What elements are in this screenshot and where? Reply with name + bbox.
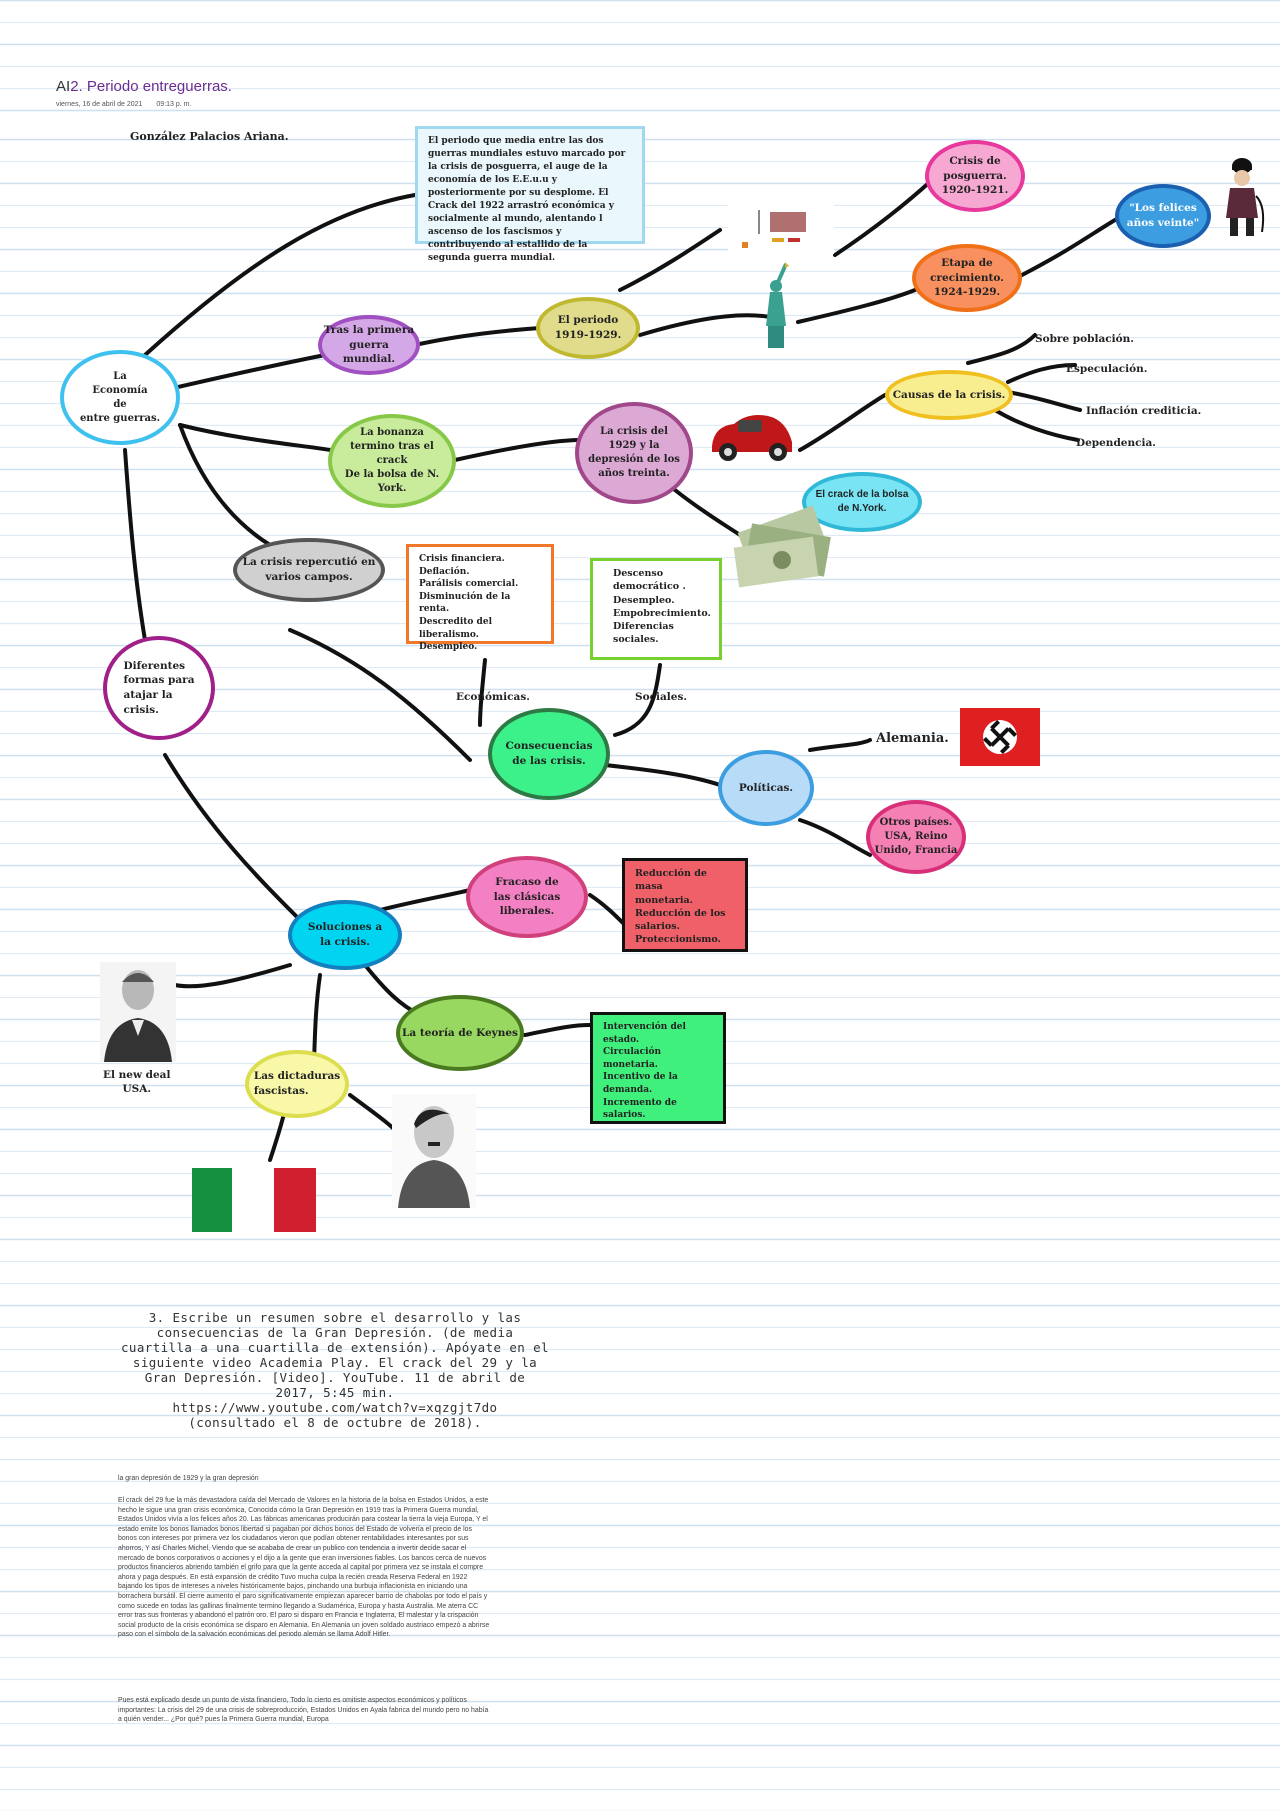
node-dictaduras: Las dictaduras fascistas. xyxy=(245,1050,349,1118)
summary-paragraph-1: El crack del 29 fue la más devastadora c… xyxy=(118,1497,490,1639)
summary-paragraph-2: Pues está explicado desde un punto de vi… xyxy=(118,1697,489,1724)
assignment-question: 3. Escribe un resumen sobre el desarroll… xyxy=(121,1310,549,1430)
node-diferentes: Diferentes formas para atajar la crisis. xyxy=(103,636,215,740)
summary-title: la gran depresión de 1929 y la gran depr… xyxy=(118,1475,259,1482)
node-crecimiento: Etapa de crecimiento. 1924-1929. xyxy=(912,244,1022,312)
node-repercutio: La crisis repercutió en varios campos. xyxy=(233,538,385,602)
node-causas: Causas de la crisis. xyxy=(885,370,1013,420)
node-crisis1929: La crisis del 1929 y la depresión de los… xyxy=(575,402,693,504)
author-name: González Palacios Ariana. xyxy=(130,130,289,143)
label-new-deal: El new deal USA. xyxy=(103,1069,171,1096)
node-felices: "Los felices años veinte" xyxy=(1115,184,1211,248)
hitler-image xyxy=(392,1094,476,1208)
vintage-car-image xyxy=(712,415,792,461)
fracaso-box: Reducción de masa monetaria. Reducción d… xyxy=(622,858,748,952)
date-text: viernes, 16 de abril de 2021 xyxy=(56,101,143,108)
node-consecuencias: Consecuencias de las crisis. xyxy=(488,708,610,800)
economicas-box: Crisis financiera. Deflación. Parálisis … xyxy=(406,544,554,652)
roosevelt-image xyxy=(100,962,176,1062)
label-dependencia: Dependencia. xyxy=(1076,437,1156,449)
node-fracaso: Fracaso de las clásicas liberales. xyxy=(466,856,588,938)
node-politicas: Políticas. xyxy=(718,750,814,826)
sociales-box: Descenso democrático . Desempleo. Empobr… xyxy=(590,558,722,660)
label-economicas: Económicas. xyxy=(456,691,530,703)
label-alemania: Alemania. xyxy=(876,731,949,746)
node-soluciones: Soluciones a la crisis. xyxy=(288,900,402,970)
page-title: AI2. Periodo entreguerras. xyxy=(56,78,232,95)
label-sobre-poblacion: Sobre población. xyxy=(1035,333,1134,345)
node-bonanza: La bonanza termino tras el crack De la b… xyxy=(328,414,456,508)
dollar-bills-image xyxy=(733,505,831,588)
time-text: 09:13 p. m. xyxy=(156,101,192,108)
node-otros: Otros países. USA, Reino Unido, Francia xyxy=(866,800,966,874)
italy-flag-image xyxy=(192,1168,316,1232)
node-crack: El crack de la bolsa de N.York. xyxy=(802,472,922,532)
label-inflacion: Inflación crediticia. xyxy=(1086,405,1202,417)
page-date: viernes, 16 de abril de 2021 09:13 p. m. xyxy=(56,101,205,108)
charlie-chaplin-image xyxy=(1226,158,1265,236)
node-keynes: La teoría de Keynes xyxy=(396,995,524,1071)
node-periodo: El periodo 1919-1929. xyxy=(536,297,640,359)
label-sociales: Sociales. xyxy=(635,691,688,703)
node-posguerra: Crisis de posguerra. 1920-1921. xyxy=(925,140,1025,212)
intro-box: El periodo que media entre las dos guerr… xyxy=(415,126,645,263)
nazi-flag-image xyxy=(960,708,1040,766)
keynes-box: Intervención del estado. Circulación mon… xyxy=(590,1012,726,1124)
statue-of-liberty-image xyxy=(766,262,789,348)
node-economia: La Economía de entre guerras. xyxy=(60,350,180,445)
label-especulacion: Especulación. xyxy=(1066,363,1148,375)
mini-chart-image xyxy=(728,196,834,254)
node-tras-guerra: Tras la primera guerra mundial. xyxy=(318,315,420,375)
